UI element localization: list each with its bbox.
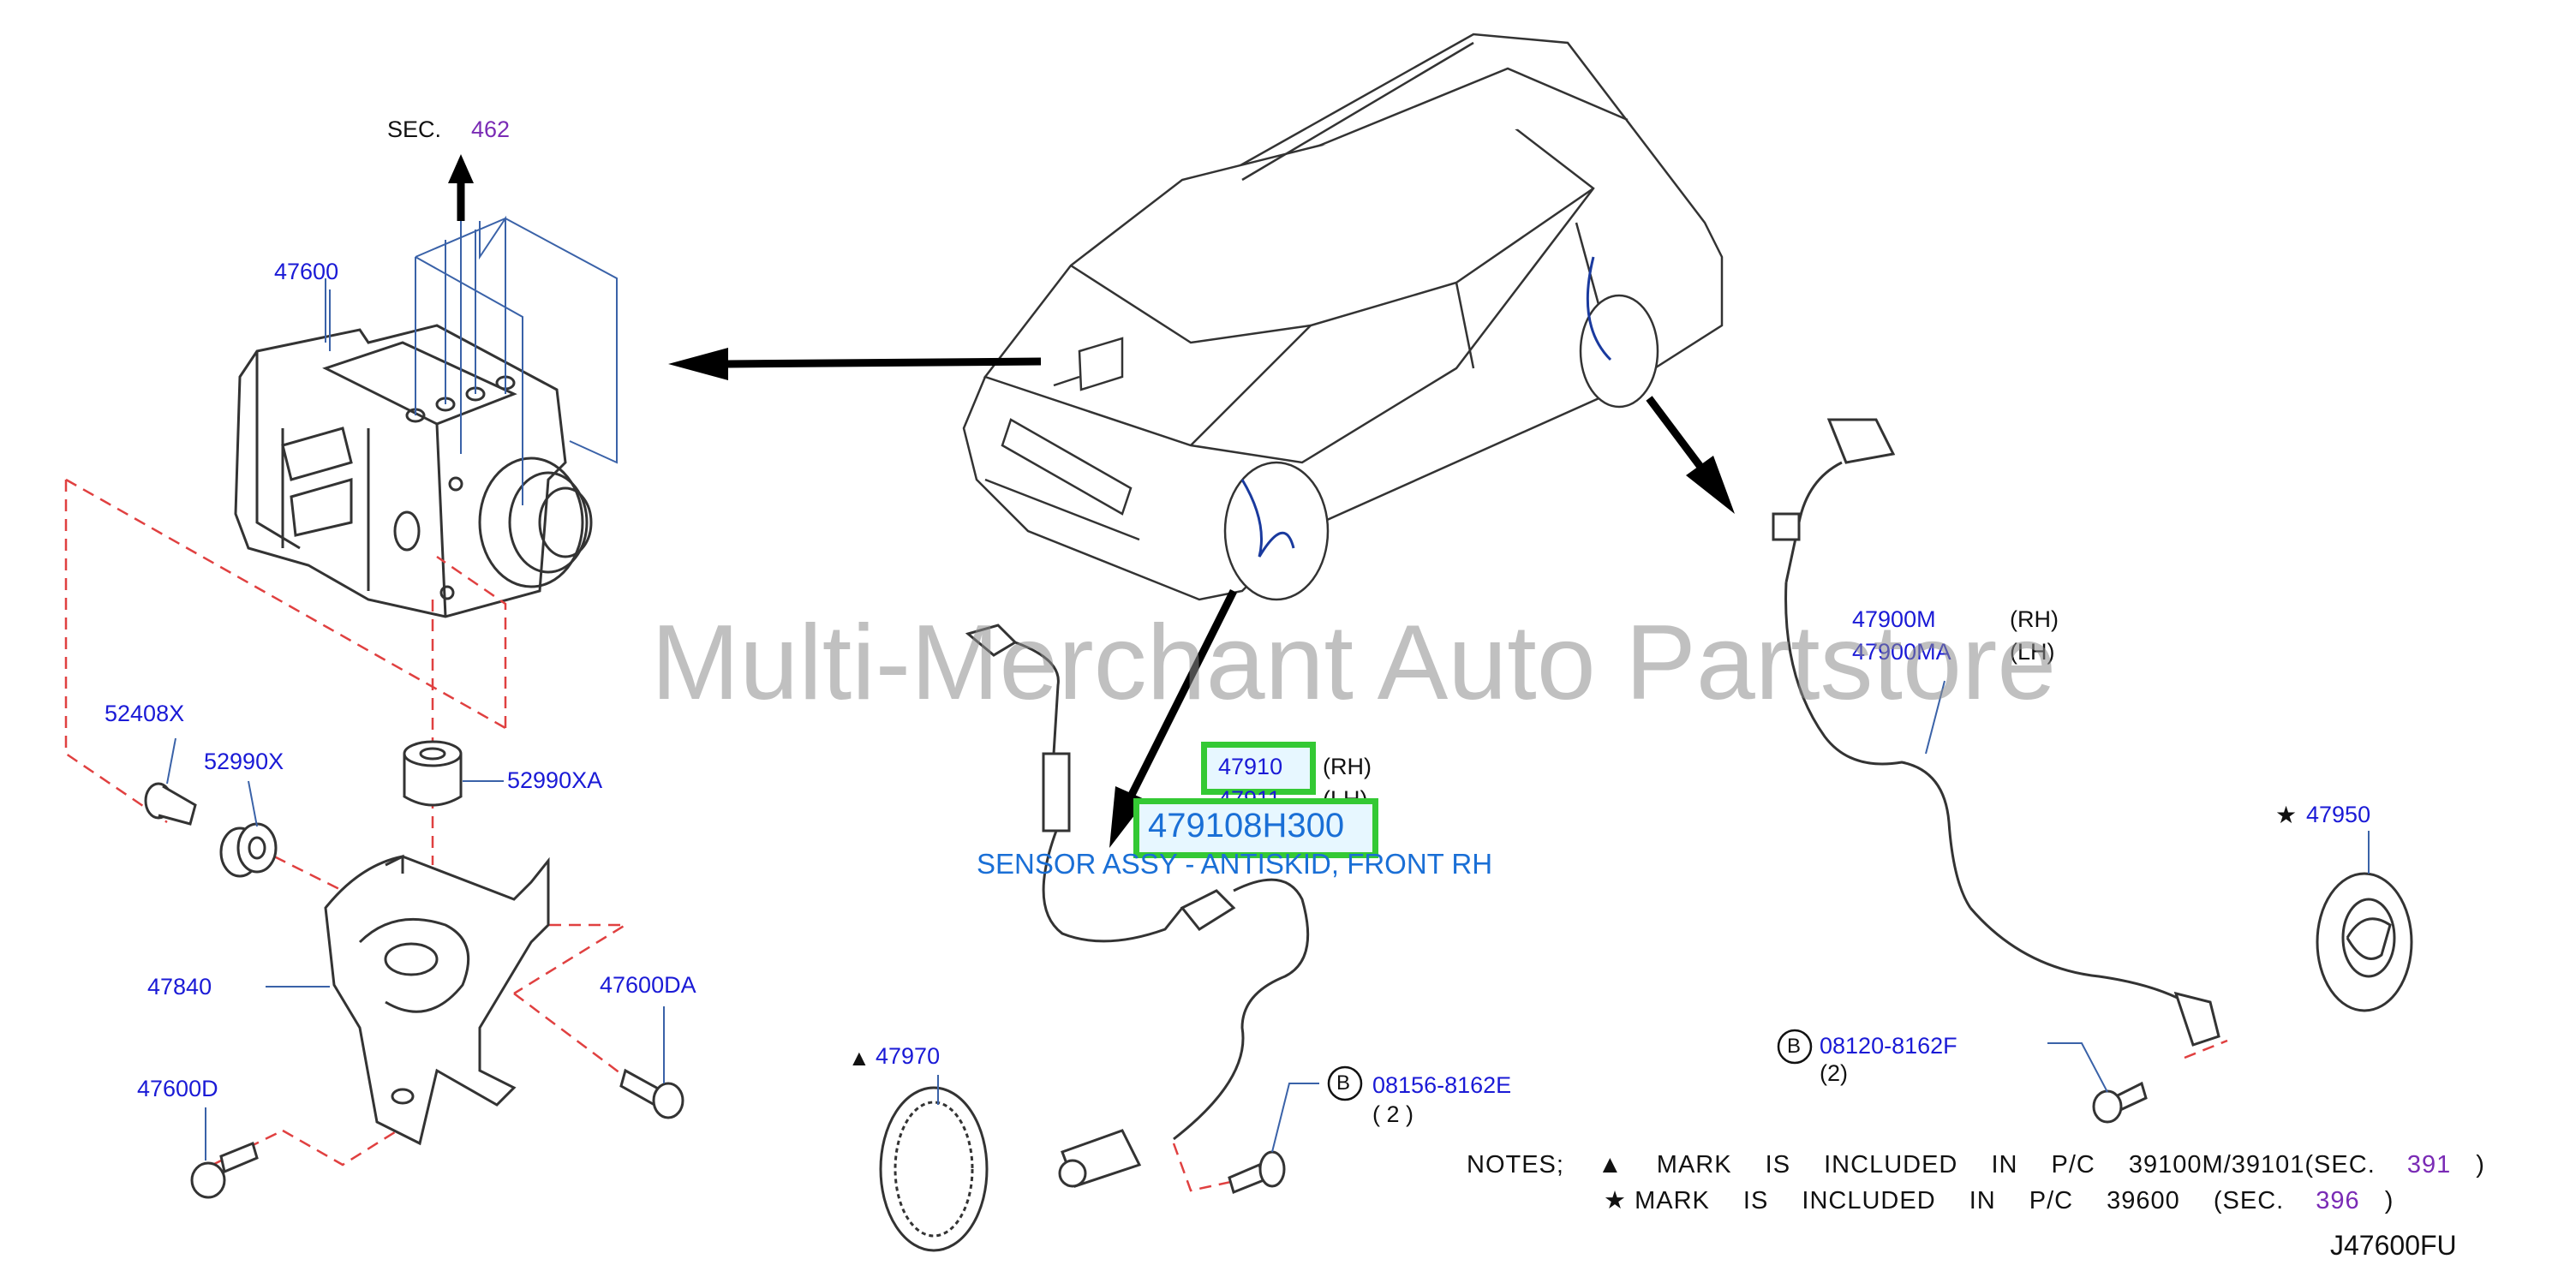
diagram-code: J47600FU (2330, 1230, 2457, 1261)
part-08120-label[interactable]: 08120-8162F (1820, 1033, 1957, 1059)
part-47900m-label[interactable]: 47900M (1852, 606, 1936, 632)
front-sensor-bolt-drawing[interactable] (1228, 1150, 1286, 1195)
bolt-marker-b-front: B (1336, 1071, 1351, 1095)
bracket-47840-drawing[interactable] (324, 854, 550, 1146)
grommet-52990x-drawing[interactable] (219, 822, 278, 878)
notes-l2-w0: MARK (1635, 1187, 1710, 1214)
front-sensor-drawing[interactable] (965, 624, 1310, 1188)
notes-l2-w6: (SEC. (2213, 1187, 2285, 1214)
part-52990xa-label[interactable]: 52990XA (507, 767, 603, 793)
part-47950-label[interactable]: 47950 (2306, 802, 2371, 827)
part-52990x-label[interactable]: 52990X (204, 749, 284, 774)
right-leader-lines (1925, 680, 2370, 1093)
part-47970-label[interactable]: 47970 (876, 1043, 941, 1069)
bushing-52990xa-drawing[interactable] (403, 740, 463, 807)
highlight-description: SENSOR ASSY - ANTISKID, FRONT RH (977, 848, 1493, 880)
highlight-part-number[interactable]: 479108H300 (1148, 807, 1345, 844)
sec-label: SEC. (387, 116, 442, 142)
part-47910-label[interactable]: 47910 (1218, 754, 1283, 779)
bolt-marker-b-rear: B (1787, 1035, 1802, 1058)
notes-triangle-mark: ▲ (1598, 1151, 1623, 1179)
center-leader-lines (937, 1075, 1319, 1153)
sec-ref-link[interactable]: 462 (471, 116, 511, 142)
bolt-47600d-drawing[interactable] (190, 1141, 259, 1199)
notes-l1-w3: IN (1991, 1151, 2018, 1179)
triangle-mark-47970: ▲ (848, 1045, 870, 1071)
bolt-52408x-drawing[interactable] (144, 782, 197, 826)
part-47600d-label[interactable]: 47600D (137, 1076, 218, 1101)
rear-sensor-bolt-drawing[interactable] (2092, 1081, 2148, 1124)
side-rh-47900m: (RH) (2010, 606, 2059, 632)
notes-l2-w4: P/C (2029, 1187, 2074, 1214)
bolt-marker-circles (1327, 1029, 1813, 1101)
notes-l1-w4: P/C (2051, 1151, 2095, 1179)
notes-l1-w1: IS (1765, 1151, 1791, 1179)
sensor-rotor-47950-drawing[interactable] (2316, 872, 2413, 1012)
notes-sec-391-link[interactable]: 391 (2406, 1151, 2452, 1179)
notes-l2-w5: 39600 (2107, 1187, 2180, 1214)
notes-l1-w2: INCLUDED (1824, 1151, 1958, 1179)
actuator-leader-lines (325, 215, 618, 505)
part-47900ma-label[interactable]: 47900MA (1852, 639, 1951, 665)
notes-l2-w1: IS (1742, 1187, 1769, 1214)
notes-l1-end: ) (2476, 1151, 2485, 1179)
part-47840-label[interactable]: 47840 (147, 974, 212, 999)
notes-l2-w3: IN (1969, 1187, 1996, 1214)
notes-l1-w0: MARK (1656, 1151, 1732, 1179)
part-47910-highlight[interactable] (1201, 742, 1316, 795)
notes-line-1: NOTES; ▲ MARK IS INCLUDED IN P/C 39100M/… (1467, 1153, 2485, 1178)
part-47600da-label[interactable]: 47600DA (600, 972, 696, 998)
abs-actuator-drawing[interactable] (234, 324, 593, 618)
watermark-text: Multi-Merchant Auto Partstore (651, 604, 2057, 722)
part-47600-label[interactable]: 47600 (274, 259, 339, 284)
part-52408x-label[interactable]: 52408X (105, 701, 185, 726)
diagram-arrows (668, 348, 1735, 848)
notes-l1-w5: 39100M/39101(SEC. (2128, 1151, 2376, 1179)
notes-line-2: ★ MARK IS INCLUDED IN P/C 39600 (SEC. 39… (1604, 1189, 2394, 1214)
side-lh-47900ma: (LH) (2010, 639, 2055, 665)
vehicle-drawing (962, 33, 1724, 601)
notes-sec-396-link[interactable]: 396 (2316, 1187, 2360, 1214)
qty-08120: (2) (1820, 1060, 1848, 1086)
notes-prefix: NOTES; (1467, 1151, 1564, 1179)
sensor-rotor-47970-drawing[interactable] (879, 1086, 989, 1252)
rear-sensor-drawing[interactable] (1772, 418, 2220, 1047)
part-08156-label[interactable]: 08156-8162E (1372, 1072, 1512, 1098)
star-mark-47950: ★ (2275, 802, 2298, 828)
bolt-47600da-drawing[interactable] (619, 1068, 684, 1119)
vehicle-sensor-marks (1240, 256, 1612, 558)
sec-arrow (448, 154, 474, 221)
highlight-part-number-box[interactable] (1133, 798, 1378, 858)
notes-l2-w2: INCLUDED (1802, 1187, 1936, 1214)
qty-08156: ( 2 ) (1372, 1101, 1414, 1127)
notes-l2-end: ) (2384, 1187, 2394, 1214)
side-rh-47910: (RH) (1323, 754, 1372, 779)
left-leader-lines (166, 289, 665, 1161)
notes-star-mark: ★ (1604, 1187, 1627, 1214)
